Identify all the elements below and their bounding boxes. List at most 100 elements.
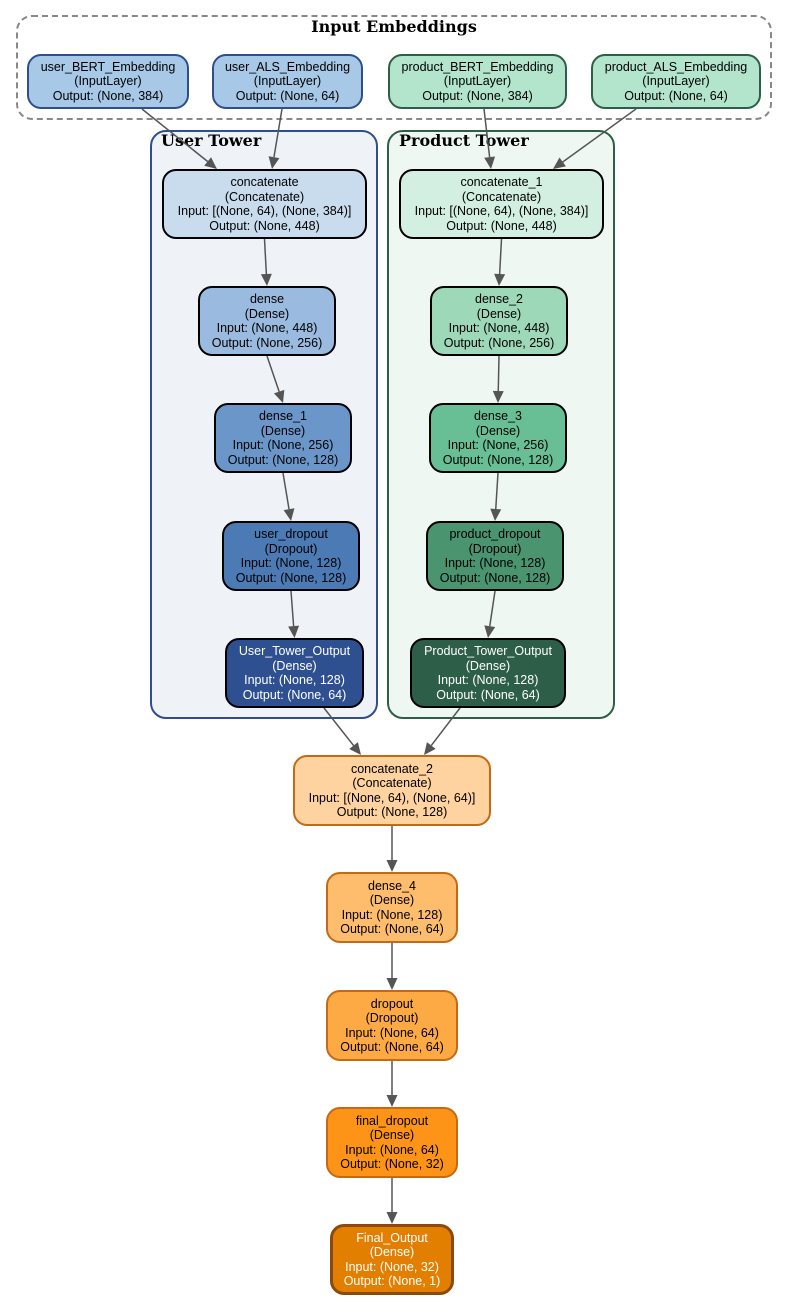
node-name: user_ALS_Embedding <box>224 59 351 74</box>
node-user-als: user_ALS_Embedding(InputLayer)Output: (N… <box>212 54 363 109</box>
arrowhead-icon <box>288 625 300 638</box>
node-type: (Dense) <box>260 423 306 438</box>
node-shape: Output: (None, 64) <box>242 687 347 702</box>
edge-product-dropout-to-product-tower-output <box>484 590 496 638</box>
arrowhead-icon <box>484 625 496 638</box>
node-type: (Dense) <box>369 1245 415 1259</box>
node-type: (InputLayer) <box>443 74 512 89</box>
node-name: dropout <box>370 996 414 1011</box>
node-name: product_ALS_Embedding <box>604 59 748 74</box>
node-shape: Input: [(None, 64), (None, 64)] <box>308 790 476 805</box>
node-name: dense_2 <box>475 292 523 306</box>
arrowhead-icon <box>273 389 285 403</box>
node-shape: Output: (None, 32) <box>340 1157 444 1171</box>
node-dense: dense(Dense)Input: (None, 448)Output: (N… <box>198 286 336 356</box>
arrowhead-icon <box>268 156 280 169</box>
edge-line <box>562 108 637 163</box>
node-shape: Input: (None, 256) <box>232 438 334 452</box>
node-type: (Dense) <box>369 1128 415 1142</box>
node-user-dropout: user_dropout(Dropout)Input: (None, 128)O… <box>222 521 360 591</box>
node-concatenate: concatenate(Concatenate)Input: [(None, 6… <box>162 169 367 239</box>
node-shape: Output: (None, 128) <box>336 805 448 819</box>
user-tower-title: User Tower <box>161 131 262 150</box>
edge-line <box>489 590 496 627</box>
node-type: (InputLayer) <box>74 74 142 89</box>
node-dense-4: dense_4(Dense)Input: (None, 128)Output: … <box>326 872 458 943</box>
node-final-dropout: final_dropout(Dense)Input: (None, 64)Out… <box>326 1107 458 1178</box>
node-type: (InputLayer) <box>253 74 322 89</box>
node-shape: Output: (None, 64) <box>624 88 728 103</box>
node-shape: Output: (None, 128) <box>439 570 551 585</box>
node-shape: Output: (None, 64) <box>235 88 340 103</box>
edge-line <box>273 108 283 158</box>
node-product-dropout: product_dropout(Dropout)Input: (None, 12… <box>426 521 564 591</box>
node-concatenate-1: concatenate_1(Concatenate)Input: [(None,… <box>399 169 604 239</box>
edge-line <box>430 707 461 746</box>
node-product-als: product_ALS_Embedding(InputLayer)Output:… <box>591 54 761 109</box>
node-product-tower-output: Product_Tower_Output(Dense)Input: (None,… <box>410 638 566 708</box>
node-type: (Dropout) <box>264 541 318 556</box>
node-user-bert: user_BERT_Embedding(InputLayer)Output: (… <box>27 54 189 109</box>
arrowhead-icon <box>386 860 398 872</box>
edge-line <box>497 355 500 392</box>
edge-line <box>323 707 355 747</box>
node-name: final_dropout <box>355 1113 429 1128</box>
edge-dense-2-to-dense-3 <box>492 355 504 403</box>
arrowhead-icon <box>386 1095 398 1107</box>
edge-product-tower-output-to-concatenate-2 <box>424 707 461 755</box>
edge-user-als-to-concatenate <box>268 108 283 169</box>
node-dense-3: dense_3(Dense)Input: (None, 256)Output: … <box>429 403 567 473</box>
edge-dense-3-to-product-dropout <box>490 472 502 521</box>
node-shape: Output: (None, 384) <box>422 88 533 103</box>
edge-line <box>498 238 503 275</box>
edge-line <box>141 108 209 163</box>
node-dropout: dropout(Dropout)Input: (None, 64)Output:… <box>326 990 458 1061</box>
node-type: (Dense) <box>272 658 317 673</box>
edge-user-bert-to-concatenate <box>141 108 217 169</box>
node-type: (Dense) <box>476 306 522 321</box>
product-tower-title: Product Tower <box>399 131 529 150</box>
node-shape: Output: (None, 448) <box>446 218 557 233</box>
node-type: (Dropout) <box>468 541 522 556</box>
node-type: (Dense) <box>369 893 415 907</box>
edge-concatenate-2-to-dense-4 <box>386 826 398 872</box>
node-name: User_Tower_Output <box>238 644 351 658</box>
node-name: Product_Tower_Output <box>424 644 552 658</box>
node-type: (Dense) <box>475 423 521 438</box>
node-product-bert: product_BERT_Embedding(InputLayer)Output… <box>388 54 567 109</box>
input-embeddings-title: Input Embeddings <box>311 17 477 36</box>
node-name: concatenate <box>230 175 299 189</box>
edge-product-bert-to-concatenate-1 <box>483 108 496 169</box>
arrowhead-icon <box>494 273 506 286</box>
edge-final-dropout-to-final-output <box>386 1178 398 1224</box>
node-shape: Input: (None, 64) <box>345 1142 439 1157</box>
node-shape: Input: (None, 128) <box>240 556 342 570</box>
edge-concatenate-1-to-dense-2 <box>494 238 506 286</box>
node-name: dense <box>249 292 285 306</box>
node-shape: Output: (None, 64) <box>340 1040 444 1054</box>
arrowhead-icon <box>283 508 295 521</box>
node-type: (InputLayer) <box>642 74 710 89</box>
edge-concatenate-to-dense <box>260 238 272 286</box>
node-name: product_BERT_Embedding <box>401 59 554 74</box>
node-name: Final_Output <box>356 1230 428 1245</box>
node-shape: Input: (None, 448) <box>448 321 550 335</box>
node-dense-2: dense_2(Dense)Input: (None, 448)Output: … <box>430 286 568 356</box>
node-shape: Input: (None, 128) <box>444 556 546 570</box>
node-name: dense_1 <box>259 409 307 423</box>
edge-dropout-to-final-dropout <box>386 1061 398 1107</box>
node-shape: Input: (None, 128) <box>437 673 539 687</box>
node-dense-1: dense_1(Dense)Input: (None, 256)Output: … <box>214 403 352 473</box>
node-type: (Dropout) <box>365 1011 419 1025</box>
arrowhead-icon <box>424 742 436 755</box>
node-type: (Concatenate) <box>352 776 432 790</box>
arrowhead-icon <box>492 390 504 403</box>
arrowhead-icon <box>386 978 398 990</box>
node-type: (Concatenate) <box>224 189 305 204</box>
node-shape: Input: (None, 448) <box>216 321 318 335</box>
node-type: (Dense) <box>465 658 511 673</box>
edge-line <box>263 238 268 275</box>
node-shape: Output: (None, 64) <box>436 687 540 702</box>
